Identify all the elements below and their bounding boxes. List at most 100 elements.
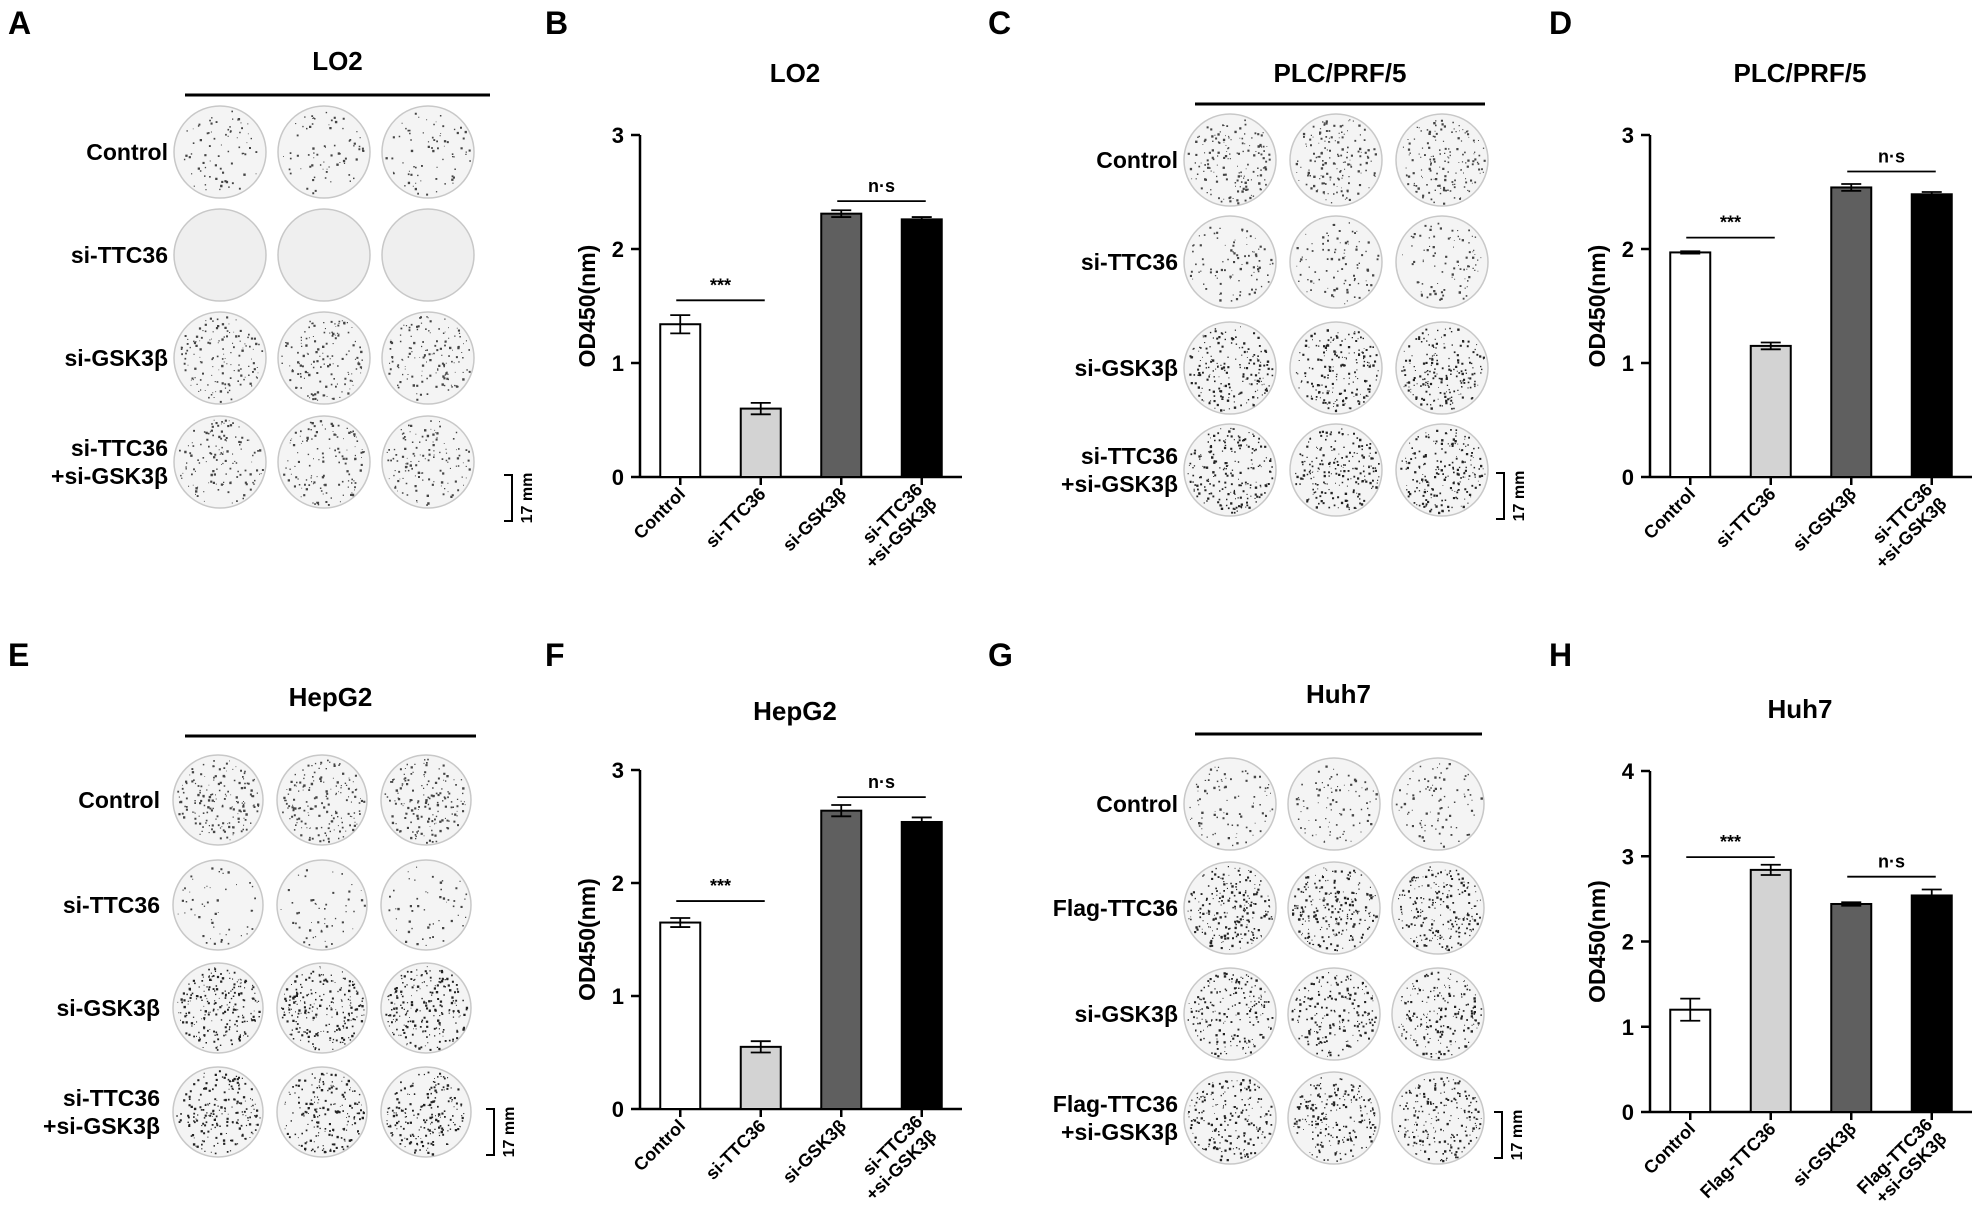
- well-dish: [172, 962, 264, 1054]
- error-bar: [750, 401, 771, 416]
- panel-letter-b: B: [545, 5, 568, 41]
- well-dish: [1183, 861, 1277, 955]
- plate-title: PLC/PRF/5: [1274, 58, 1407, 88]
- well-dish: [381, 311, 475, 405]
- scale-label: 17 mm: [1511, 471, 1528, 522]
- y-tick-label: 3: [612, 758, 624, 783]
- error-bar: [1680, 997, 1701, 1022]
- plate-title: Huh7: [1306, 679, 1371, 709]
- row-label-4: si-TTC36+si-GSK3β: [43, 1085, 160, 1139]
- chart-title: Huh7: [1768, 694, 1833, 724]
- scale-bar: 17 mm: [1496, 471, 1528, 522]
- row-label-4: Flag-TTC36+si-GSK3β: [1053, 1091, 1178, 1145]
- scale-bar: 17 mm: [1494, 1110, 1526, 1161]
- plate-title: LO2: [312, 46, 363, 76]
- row-label-1: Control: [86, 139, 168, 165]
- well-dish: [381, 415, 475, 509]
- error-bar: [670, 314, 691, 335]
- well-dish: [1391, 757, 1485, 851]
- panel-c: CPLC/PRF/5Controlsi-TTC36si-GSK3βsi-TTC3…: [988, 5, 1528, 521]
- y-tick-label: 1: [612, 351, 624, 376]
- row-label-2: si-TTC36: [63, 892, 160, 918]
- error-bar: [911, 816, 932, 828]
- row-label-line: Control: [1096, 147, 1178, 173]
- bar-3: [820, 809, 863, 1110]
- well-dish: [172, 859, 264, 951]
- error-bar: [831, 804, 852, 818]
- bar-3: [820, 212, 863, 478]
- colony-dots: [284, 1072, 365, 1154]
- row-label-3: si-GSK3β: [64, 345, 168, 371]
- colony-dots: [1187, 427, 1274, 514]
- well-dish: [172, 754, 264, 846]
- colony-dots: [1402, 119, 1486, 205]
- y-axis-label: OD450(nm): [574, 878, 600, 1001]
- error-bar: [1921, 191, 1942, 198]
- bar-3: [1830, 902, 1873, 1113]
- y-tick-label: 1: [1622, 351, 1634, 376]
- well-dish: [277, 208, 371, 302]
- row-label-line: Flag-TTC36: [1053, 895, 1178, 921]
- scale-bracket: [1494, 1111, 1503, 1159]
- well-dish: [1391, 861, 1485, 955]
- category-label: si-TTC36+si-GSK3β: [847, 1111, 940, 1204]
- y-tick-label: 0: [612, 465, 624, 490]
- well-dish: [1183, 423, 1277, 517]
- panel-letter-e: E: [8, 637, 29, 673]
- category-label-line: si-GSK3β: [1789, 1119, 1860, 1190]
- row-label-line: si-TTC36: [1081, 249, 1178, 275]
- significance-label: n·s: [868, 176, 895, 196]
- category-label-line: si-TTC36: [702, 484, 770, 552]
- culture-well: [1287, 1071, 1381, 1165]
- culture-well: [172, 962, 264, 1054]
- culture-well: [173, 105, 267, 199]
- scale-label: 17 mm: [519, 473, 536, 524]
- colony-dots: [281, 966, 365, 1051]
- significance-label: ***: [1720, 213, 1741, 233]
- scale-bar: 17 mm: [486, 1107, 518, 1157]
- row-label-line: si-TTC36: [63, 1085, 160, 1111]
- culture-well: [381, 415, 475, 509]
- category-label: si-GSK3β: [1789, 1119, 1860, 1190]
- panel-g: GHuh7ControlFlag-TTC36si-GSK3βFlag-TTC36…: [988, 637, 1526, 1165]
- row-label-line: +si-GSK3β: [43, 1113, 160, 1139]
- panel-letter-f: F: [545, 637, 565, 673]
- y-tick-label: 1: [1622, 1015, 1634, 1040]
- error-bar: [911, 216, 932, 223]
- culture-well: [1289, 321, 1383, 415]
- well-dish: [173, 208, 267, 302]
- y-tick-label: 3: [1622, 123, 1634, 148]
- colony-dots: [1187, 119, 1271, 205]
- bar-4: [900, 218, 943, 479]
- bar-2: [1749, 868, 1792, 1114]
- culture-well: [172, 1066, 264, 1158]
- category-label-line: si-GSK3β: [779, 1116, 850, 1187]
- culture-well: [1395, 423, 1489, 517]
- culture-well: [277, 105, 371, 199]
- bar-2: [739, 1045, 782, 1110]
- y-tick-label: 2: [612, 871, 624, 896]
- culture-well: [1395, 113, 1489, 207]
- y-tick-label: 3: [612, 123, 624, 148]
- culture-well: [381, 105, 475, 199]
- well-dish: [1289, 113, 1383, 207]
- significance-label: ***: [710, 275, 731, 295]
- row-label-line: Flag-TTC36: [1053, 1091, 1178, 1117]
- scale-label: 17 mm: [1509, 1110, 1526, 1161]
- panel-letter-a: A: [8, 5, 31, 41]
- category-label: Flag-TTC36+si-GSK3β: [1853, 1114, 1951, 1212]
- scale-bracket: [1496, 472, 1505, 520]
- culture-well: [1395, 215, 1489, 309]
- y-tick-label: 0: [612, 1097, 624, 1122]
- category-label: Control: [1640, 1119, 1699, 1178]
- category-label-line: Flag-TTC36: [1696, 1119, 1779, 1202]
- error-bar: [831, 209, 852, 218]
- row-label-2: Flag-TTC36: [1053, 895, 1178, 921]
- well-dish: [172, 1066, 264, 1158]
- category-label: si-GSK3β: [1789, 484, 1860, 555]
- culture-well: [1391, 967, 1485, 1061]
- colony-dots: [384, 758, 466, 844]
